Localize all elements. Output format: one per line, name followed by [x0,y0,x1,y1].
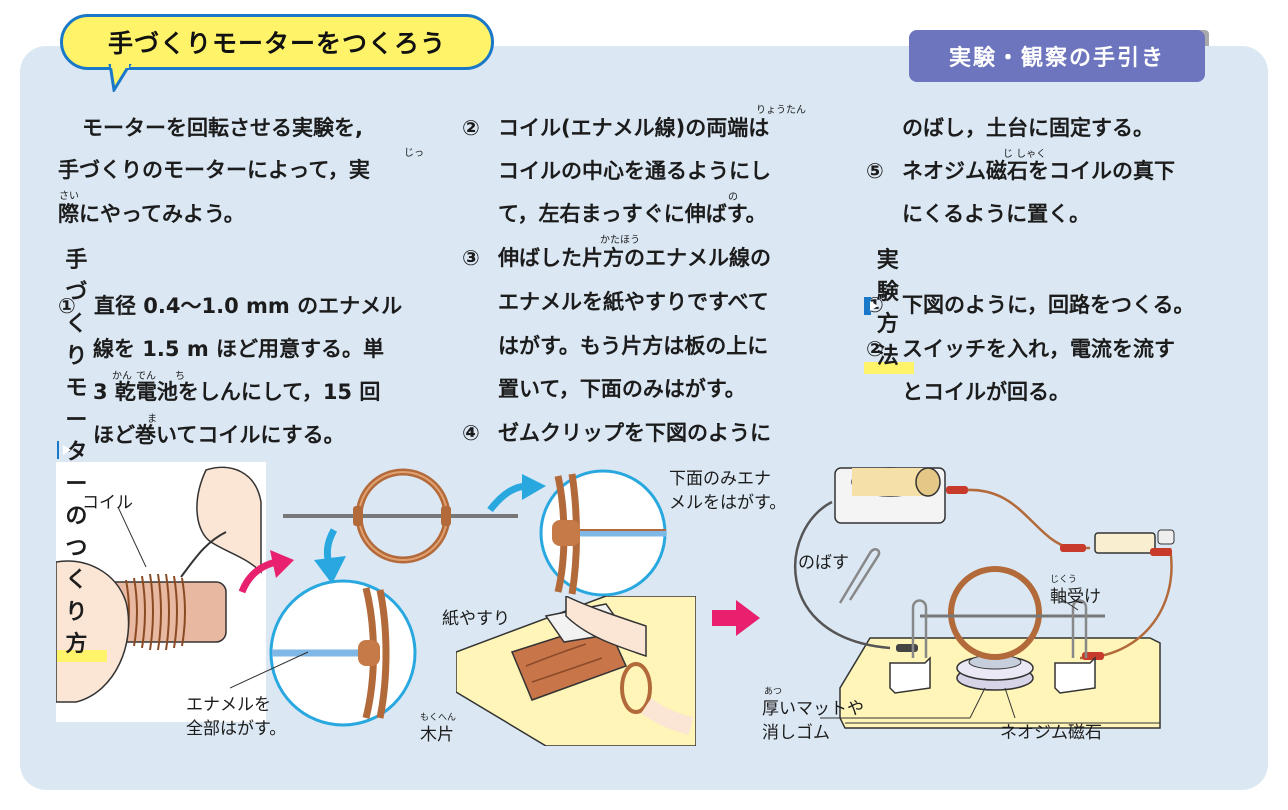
guide-tab-label: 実験・観察の手引き [948,46,1165,71]
ruby-ryoutan: りょうたん [756,105,806,116]
page-title: 手づくりモーターをつくろう [107,29,446,58]
step3-text-1: 伸ばした片方のエナメル線の [498,246,771,270]
play-mark-icon [57,441,74,459]
step5-line-2: にくるように置く。 [902,202,1091,226]
step4-number: ④ [462,421,480,445]
guide-tab: 実験・観察の手引き [909,30,1209,84]
step3-line-3: はがす。もう片方は板の上に [498,334,769,358]
ruby-no: の [728,192,738,203]
pink-arrow-icon [238,550,294,594]
method2-line-1: ② スイッチを入れ，電流を流す [866,333,1175,363]
ruby-chi: ち [175,371,185,382]
step3-line-4: 置いて，下面のみはがす。 [498,377,746,401]
label-mat-2: 消しゴム [762,723,830,743]
guide-tab-label-box: 実験・観察の手引き [909,30,1205,82]
step3-line-2: エナメルを紙やすりですべて [498,290,769,314]
ruby-jikuuke: じくう [1050,575,1077,585]
step1-line-1: ① 直径 0.4〜1.0 mm のエナメル [58,290,402,320]
bottom-stripped-zoom [539,469,667,597]
method2-line-2: とコイルが回る。 [902,380,1070,404]
label-enamel-all-2: 全部はがす。 [186,719,287,739]
method2-number: ② [866,337,884,361]
label-bottom-only-1: 下面のみエナ [669,469,771,489]
coil-winding-illustration [56,462,266,722]
sandpaper-illustration [456,596,696,746]
method1-text: 下図のように，回路をつくる。 [902,293,1195,317]
how-to-make-heading: 手づくりモーターのつくり方 [57,242,108,662]
ruby-atsu: あつ [764,687,783,697]
ruby-katahou: かたほう [600,235,640,246]
ruby-jishaku: じ しゃく [1003,149,1047,160]
step2-text-1: コイル(エナメル線)の両端は [498,116,770,140]
ruby-jitsu: じっ [404,148,424,159]
label-bottom-only-2: メルをはがす。 [669,493,787,513]
ruby-den: でん [136,371,156,382]
label-wood: 木片 [420,725,454,745]
enamel-stripped-zoom [269,579,417,727]
step2-line-3: て，左右まっすぐに伸ばす。 [498,202,767,226]
bubble-tail [108,64,132,92]
intro-line-2: 手づくりのモーターによって，実 [58,158,370,182]
label-sandpaper: 紙やすり [442,609,510,629]
step1-line-3: 3 乾電池をしんにして，15 回 [93,380,381,404]
step5-text-1: ネオジム磁石をコイルの真下 [902,159,1175,183]
step4-line-1: ④ ゼムクリップを下図のように [462,417,771,447]
method2-text-1: スイッチを入れ，電流を流す [902,337,1175,361]
intro-line-1: モーターを回転させる実験を, [82,116,363,140]
intro-line-3: 際にやってみよう。 [58,202,245,226]
ruby-sai: さい [59,191,79,202]
ruby-ma: ま [147,414,157,425]
label-magnet: ネオジム磁石 [1000,723,1102,743]
step3-line-1: ③ 伸ばした片方のエナメル線の [462,242,771,272]
pink-right-arrow-icon [712,600,760,636]
step5-number: ⑤ [866,159,884,183]
how-to-make-heading-text: 手づくりモーターのつくり方 [65,248,88,657]
step4-continued: のばし，土台に固定する。 [902,116,1154,140]
step2-line-1: ② コイル(エナメル線)の両端は [462,112,769,142]
step2-line-2: コイルの中心を通るようにし [498,159,771,183]
ruby-kan: かん [112,371,132,382]
label-coil: コイル [82,493,133,513]
label-mat-1: 厚いマットや [762,699,864,719]
step1-line-4: ほど巻いてコイルにする。 [93,423,345,447]
step1-text-1: 直径 0.4〜1.0 mm のエナメル [94,294,403,318]
ruby-mokuhen: もくへん [420,713,457,723]
step3-number: ③ [462,246,480,270]
step2-number: ② [462,116,480,140]
step5-line-1: ⑤ ネオジム磁石をコイルの真下 [866,155,1175,185]
step1-line-2: 線を 1.5 m ほど用意する。単 [93,337,385,361]
leader-line [230,651,309,689]
label-stretch: のばす [798,553,849,573]
motor-circuit-illustration [794,467,1175,729]
cyan-arrow-right-icon [487,474,546,513]
step1-number: ① [58,294,76,318]
method-heading: 実験方法 [864,242,915,374]
coil-ring-illustration [283,468,518,564]
page-title-bubble: 手づくりモーターをつくろう [60,14,494,70]
label-bearing: 軸受け [1050,587,1101,607]
method1-line: ①下図のように，回路をつくる。 [866,289,1195,319]
play-mark-icon [864,297,878,315]
cyan-arrow-down-icon [314,528,346,584]
step4-text-1: ゼムクリップを下図のように [498,421,771,445]
label-enamel-all-1: エナメルを [186,695,271,715]
method-heading-text: 実験方法 [876,248,899,369]
